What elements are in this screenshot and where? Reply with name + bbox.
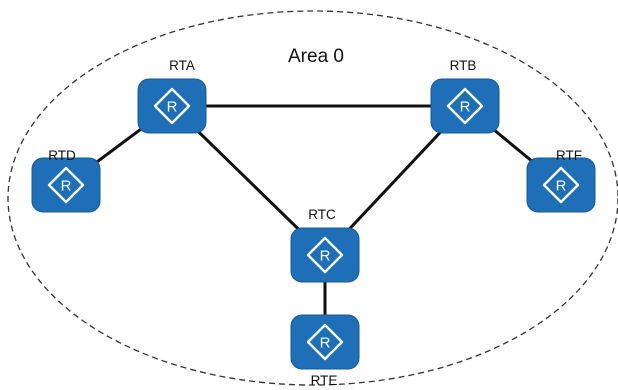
router-diamond-icon [47, 166, 85, 204]
router-glyph: R [320, 248, 331, 265]
router-rtd[interactable]: R [31, 157, 101, 213]
router-icon [290, 314, 360, 370]
router-rte[interactable]: R [290, 314, 360, 370]
router-glyph: R [556, 178, 567, 195]
router-icon [290, 227, 360, 283]
router-icon [526, 157, 596, 213]
router-glyph: R [167, 99, 178, 116]
router-icon [31, 157, 101, 213]
router-label-rte: RTE [311, 373, 338, 388]
router-diamond-icon [542, 166, 580, 204]
router-rtc[interactable]: R [290, 227, 360, 283]
router-icon [430, 78, 500, 134]
router-diamond-icon [306, 323, 344, 361]
router-diamond-icon [446, 87, 484, 125]
router-label-rtc: RTC [308, 207, 336, 222]
router-label-rta: RTA [169, 58, 195, 73]
area-0-boundary [7, 10, 618, 386]
router-label-rtf: RTF [556, 148, 582, 163]
links [64, 104, 563, 344]
router-rtf[interactable]: R [526, 157, 596, 213]
router-rtb[interactable]: R [430, 78, 500, 134]
router-rta[interactable]: R [137, 78, 207, 134]
router-label-rtd: RTD [48, 148, 76, 163]
router-diamond-icon [306, 236, 344, 274]
area-label: Area 0 [288, 46, 344, 67]
router-glyph: R [61, 178, 72, 195]
router-diamond-icon [153, 87, 191, 125]
router-icon [137, 78, 207, 134]
router-glyph: R [460, 99, 471, 116]
router-glyph: R [320, 335, 331, 352]
router-label-rtb: RTB [450, 58, 477, 73]
